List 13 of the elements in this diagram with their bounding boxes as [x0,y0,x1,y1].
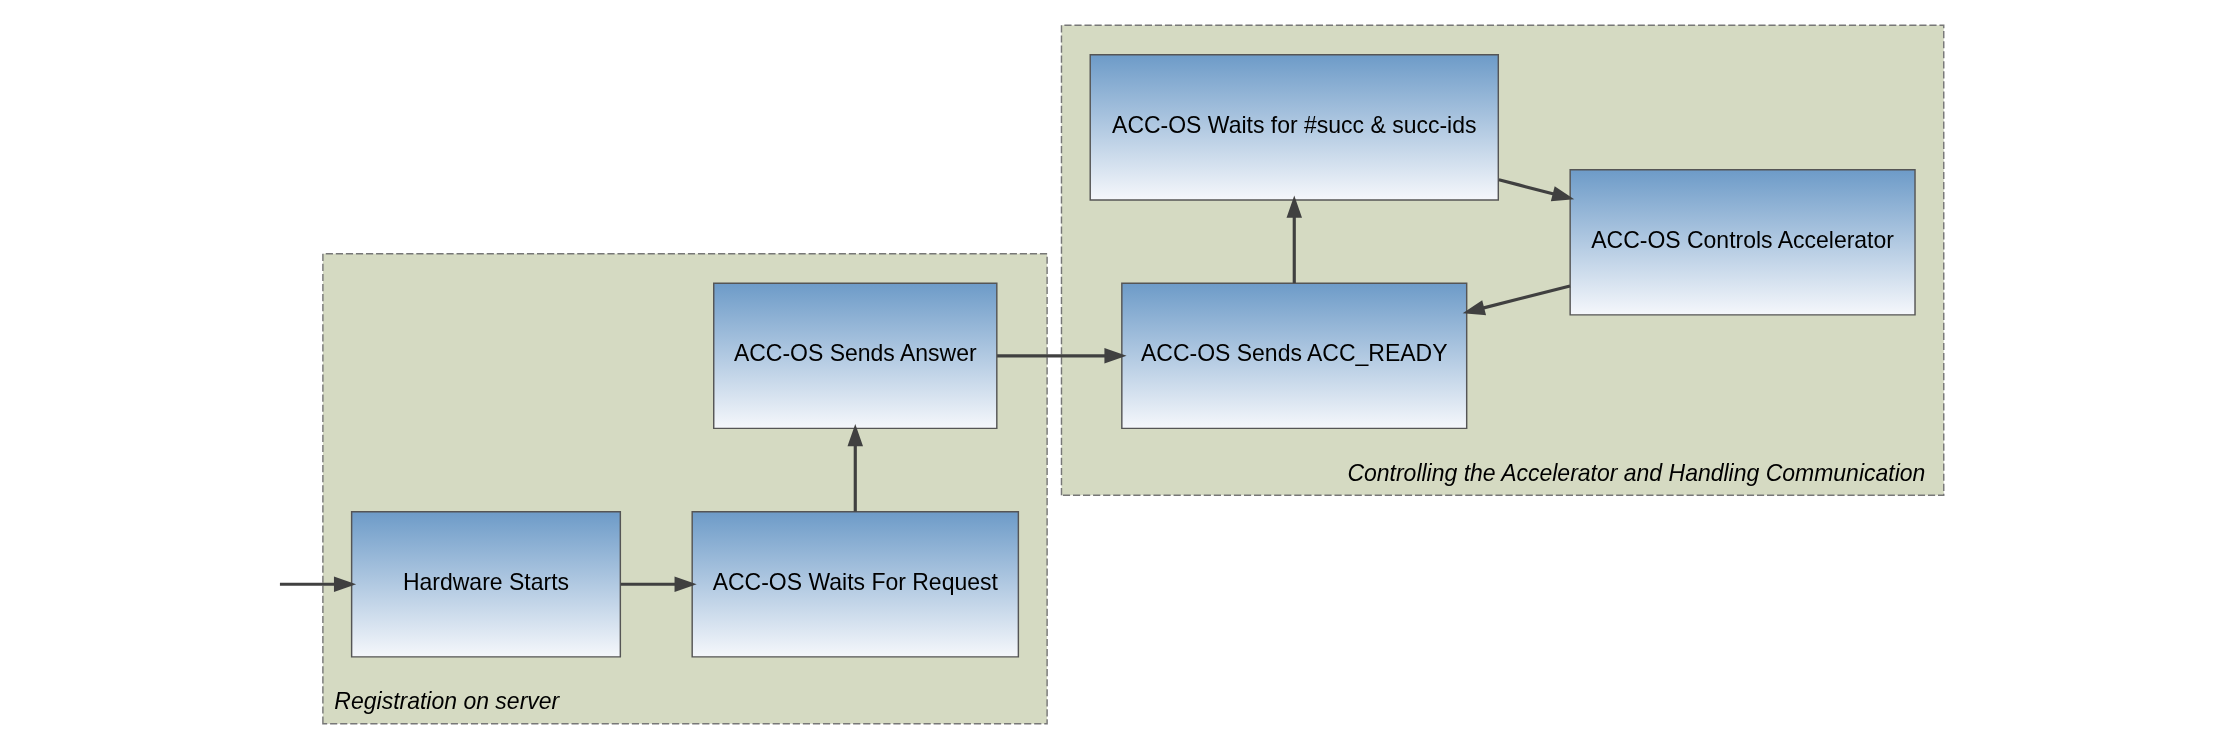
arrow [1497,178,1574,202]
arrow [620,576,697,593]
arrow [1462,284,1570,316]
arrow [1286,195,1302,284]
arrow [996,348,1127,364]
node-box: Hardware Starts [350,511,621,658]
node-box: ACC-OS Waits for #succ & succ-ids [1089,54,1499,201]
node-box: ACC-OS Controls Accelerator [1568,169,1916,316]
node-box: ACC-OS Sends ACC_READY [1120,282,1467,430]
node-box: ACC-OS Waits For Request [690,511,1019,658]
arrow [847,424,863,512]
node-box: ACC-OS Sends Answer [712,282,998,430]
arrow [279,576,356,593]
